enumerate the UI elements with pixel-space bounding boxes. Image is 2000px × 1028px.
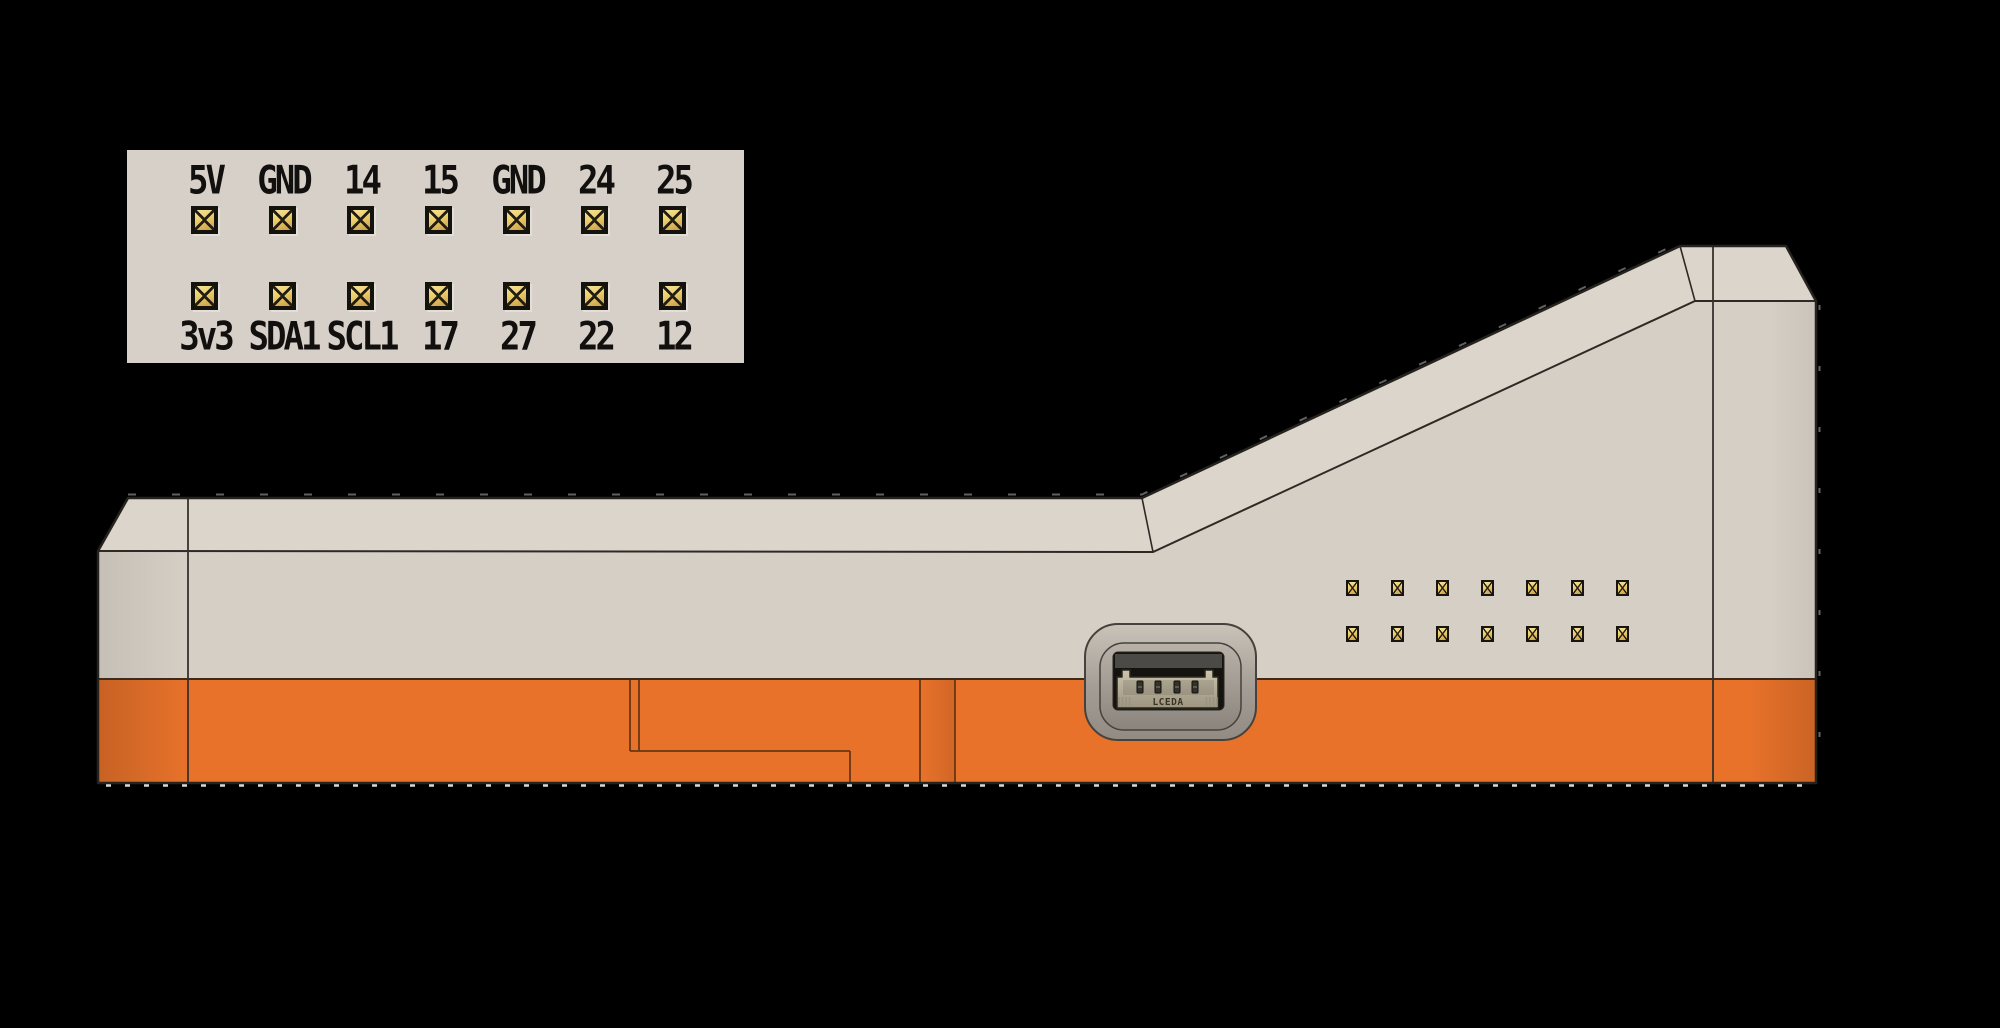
solder-pad-icon [1391, 580, 1404, 596]
solder-pad-icon [1571, 580, 1584, 596]
solder-pad-icon [580, 206, 608, 234]
pin-label-bottom: 17 [422, 314, 460, 360]
left-edge-shading [98, 551, 190, 679]
solder-pad-icon [658, 282, 686, 310]
device-shell [96, 241, 1821, 787]
solder-pad-icon [424, 206, 452, 234]
solder-pad-icon [1481, 580, 1494, 596]
pin-column: 5V 3v3 [165, 150, 243, 363]
solder-pad-icon [1616, 626, 1629, 642]
pin-label-top: 14 [344, 158, 382, 204]
pin-label-top: GND [491, 158, 546, 204]
connector-pins [1136, 680, 1199, 694]
connector-body [1116, 669, 1219, 709]
connector-port: LCEDA [1084, 623, 1257, 741]
pin-label-bottom: SDA1 [248, 314, 322, 360]
pin-column: 25 12 [633, 150, 711, 363]
solder-pad-icon [1526, 580, 1539, 596]
pin-label-top: GND [257, 158, 312, 204]
side-pad-grid [1346, 580, 1629, 642]
right-base-shading [1748, 679, 1816, 783]
solder-pad-icon [1436, 580, 1449, 596]
base-strip-shading [920, 679, 955, 783]
pin-label-bottom: 27 [500, 314, 538, 360]
solder-pad-icon [190, 206, 218, 234]
pin-label-bottom: 12 [656, 314, 694, 360]
solder-pad-icon [346, 206, 374, 234]
connector-label: LCEDA [1152, 697, 1183, 708]
pin-label-bottom: 3v3 [179, 314, 234, 360]
solder-pad-icon [1526, 626, 1539, 642]
pin-column: GND 27 [477, 150, 555, 363]
connector-opening-top-shadow [1115, 654, 1222, 668]
solder-pad-icon [268, 206, 296, 234]
device-outline [96, 244, 1818, 785]
device-front-face [98, 301, 1816, 679]
pin-label-bottom: 22 [578, 314, 616, 360]
solder-pad-icon [1391, 626, 1404, 642]
solder-pad-icon [658, 206, 686, 234]
pin-label-top: 5V [188, 158, 226, 204]
solder-pad-icon [580, 282, 608, 310]
device-top-face [98, 246, 1816, 552]
solder-pad-icon [1436, 626, 1449, 642]
solder-pad-icon [502, 206, 530, 234]
pin-label-top: 25 [656, 158, 694, 204]
slope-junction-seam [1141, 497, 1154, 553]
solder-pad-icon [424, 282, 452, 310]
left-base-shading [98, 679, 190, 783]
solder-pad-icon [1571, 626, 1584, 642]
pin-label-top: 24 [578, 158, 616, 204]
solder-pad-icon [502, 282, 530, 310]
top-ghost-dashes [128, 241, 1681, 496]
solder-pad-icon [346, 282, 374, 310]
solder-pad-icon [190, 282, 218, 310]
solder-pad-icon [1616, 580, 1629, 596]
pin-label-bottom: SCL1 [326, 314, 400, 360]
pin-column: 24 22 [555, 150, 633, 363]
base-latch-outline [629, 680, 956, 782]
pin-label-top: 15 [422, 158, 460, 204]
solder-pad-icon [1346, 580, 1359, 596]
pin-column: GND SDA1 [243, 150, 322, 363]
connector-crimp-combs [1118, 697, 1218, 707]
solder-pad-icon [1481, 626, 1494, 642]
right-face-shading [1768, 301, 1816, 679]
device-orange-base [98, 679, 1816, 783]
solder-pad-icon [1346, 626, 1359, 642]
top-near-edge [97, 300, 1816, 554]
connector-body-recess [1123, 680, 1214, 695]
solder-pad-icon [268, 282, 296, 310]
peak-junction-seam [1679, 245, 1696, 302]
